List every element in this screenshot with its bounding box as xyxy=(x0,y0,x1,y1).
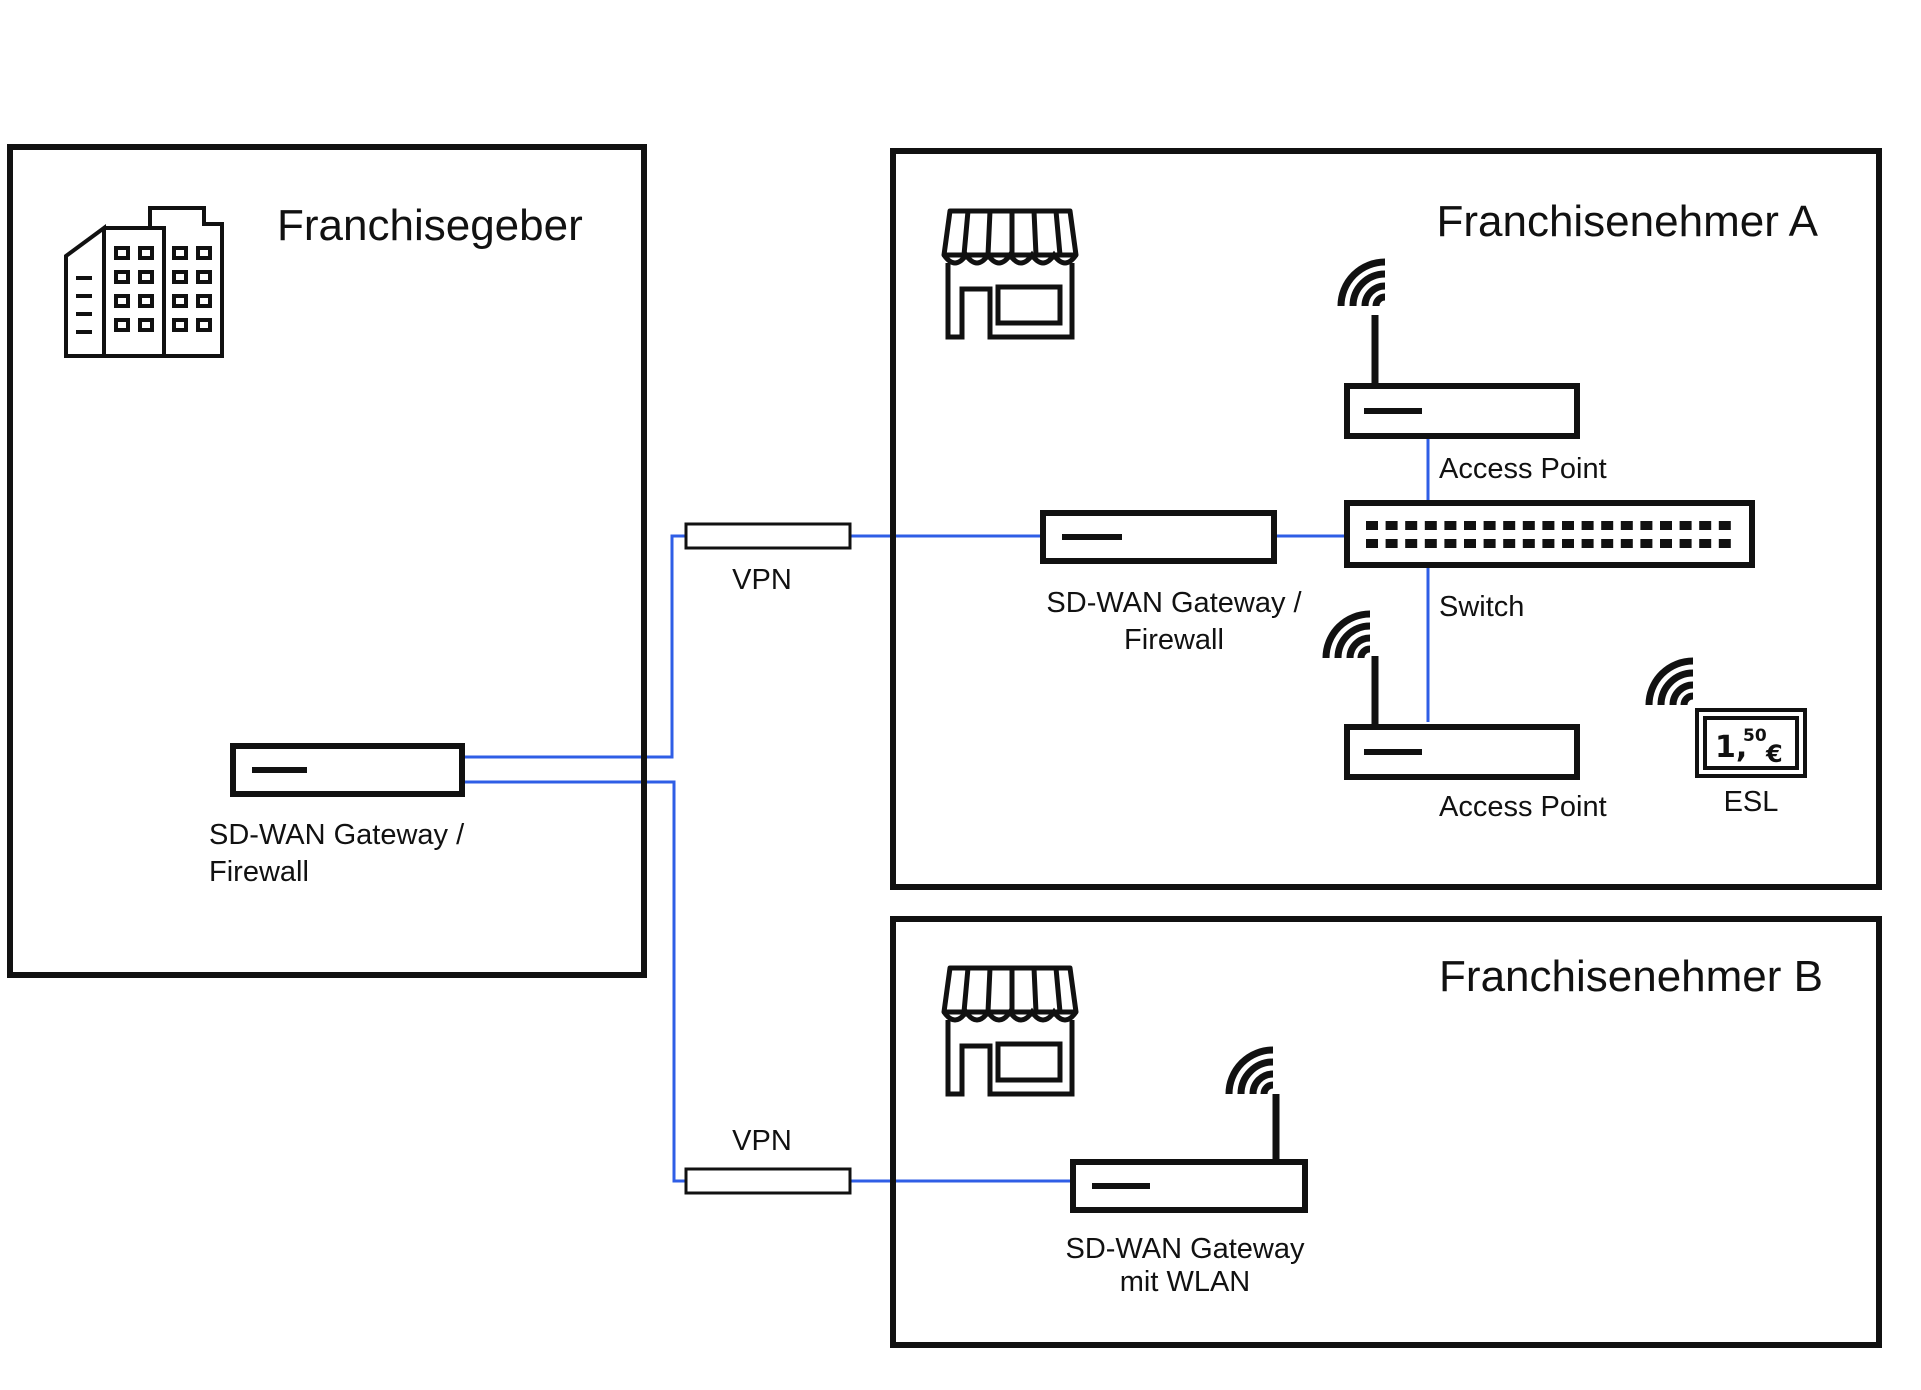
franchisee-b-site: Franchisenehmer B SD-WAN Gateway mit WLA… xyxy=(890,916,1882,1348)
switch-port xyxy=(1366,539,1378,548)
switch-port xyxy=(1679,539,1692,548)
switch-port xyxy=(1562,539,1574,548)
switch-port xyxy=(1405,539,1418,548)
switch-port xyxy=(1679,521,1692,530)
line-franchisor-to-vpn-top xyxy=(460,534,686,759)
connection-lines xyxy=(460,436,1430,1183)
franchisee-a-gateway-label-1: SD-WAN Gateway / xyxy=(1046,587,1302,619)
franchisor-gateway-label-2: Firewall xyxy=(209,856,309,888)
esl-price-main: 1, xyxy=(1715,730,1747,765)
switch-port xyxy=(1718,539,1731,548)
switch-port xyxy=(1366,521,1378,530)
switch-port xyxy=(1601,539,1614,548)
franchisee-b-gateway-label-1: SD-WAN Gateway xyxy=(1065,1233,1305,1265)
switch-port xyxy=(1464,521,1476,530)
esl-label: ESL xyxy=(1724,786,1779,818)
franchisee-b-frame xyxy=(890,916,1882,1348)
switch-port xyxy=(1640,521,1653,530)
franchisee-a-frame xyxy=(890,148,1882,890)
storefront-icon xyxy=(944,968,1076,1094)
wifi-icon xyxy=(1341,262,1385,306)
switch-port xyxy=(1699,521,1712,530)
switch-port xyxy=(1660,521,1672,530)
franchisee-b-title: Franchisenehmer B xyxy=(1439,952,1823,1001)
access-point-bottom-device xyxy=(1326,614,1580,780)
switch-port xyxy=(1620,539,1633,548)
franchisee-b-gateway-label-2: mit WLAN xyxy=(1120,1266,1251,1298)
switch-port xyxy=(1718,521,1731,530)
switch-port xyxy=(1424,539,1437,548)
franchisee-a-gateway-device xyxy=(1040,510,1277,564)
switch-port xyxy=(1522,521,1535,530)
franchisee-b-gateway-device xyxy=(1070,1050,1308,1213)
storefront-icon xyxy=(944,211,1076,337)
switch-port xyxy=(1522,539,1535,548)
switch-port xyxy=(1464,539,1476,548)
esl-price-cents: 50 xyxy=(1743,726,1767,746)
switch-port xyxy=(1483,521,1496,530)
switch-port xyxy=(1385,539,1398,548)
switch-port xyxy=(1483,539,1496,548)
switch-label: Switch xyxy=(1439,591,1524,623)
esl-device: 1, 50 € xyxy=(1649,661,1807,778)
wifi-icon xyxy=(1649,661,1693,705)
vpn-bottom-label: VPN xyxy=(732,1125,792,1157)
franchisor-gateway-device xyxy=(230,743,465,797)
switch-port xyxy=(1444,539,1457,548)
wifi-icon xyxy=(1229,1050,1273,1094)
switch-ports xyxy=(1366,521,1731,548)
switch-port xyxy=(1444,521,1457,530)
franchisor-title: Franchisegeber xyxy=(277,201,583,250)
switch-port xyxy=(1542,521,1555,530)
vpn-tunnel-bottom: VPN xyxy=(684,1125,852,1195)
vpn-top-label: VPN xyxy=(732,564,792,596)
franchisee-a-title: Franchisenehmer A xyxy=(1436,197,1818,246)
switch-port xyxy=(1424,521,1437,530)
switch-port xyxy=(1405,521,1418,530)
switch-port xyxy=(1601,521,1614,530)
franchisor-site: Franchisegeber SD-WAN Gateway / Firewall xyxy=(7,144,647,978)
franchisor-gateway-label-1: SD-WAN Gateway / xyxy=(209,819,465,851)
switch-port xyxy=(1699,539,1712,548)
vpn-tunnel-top: VPN xyxy=(684,522,852,596)
access-point-top-label: Access Point xyxy=(1439,453,1607,485)
office-building-icon xyxy=(64,206,224,358)
esl-currency: € xyxy=(1765,740,1783,768)
switch-port xyxy=(1660,539,1672,548)
wifi-icon xyxy=(1326,614,1370,658)
switch-port xyxy=(1620,521,1633,530)
switch-port xyxy=(1542,539,1555,548)
switch-port xyxy=(1640,539,1653,548)
switch-port xyxy=(1385,521,1398,530)
access-point-top-device xyxy=(1341,262,1580,439)
switch-device xyxy=(1344,500,1755,568)
line-franchisor-to-vpn-bottom xyxy=(460,780,686,1183)
franchisor-frame xyxy=(7,144,647,978)
switch-port xyxy=(1503,539,1516,548)
switch-port xyxy=(1562,521,1574,530)
switch-port xyxy=(1581,521,1594,530)
access-point-bottom-label: Access Point xyxy=(1439,791,1607,823)
franchisee-a-site: Franchisenehmer A SD-WAN Gateway / Firew… xyxy=(890,148,1882,890)
switch-port xyxy=(1581,539,1594,548)
franchisee-a-gateway-label-2: Firewall xyxy=(1124,624,1224,656)
switch-port xyxy=(1503,521,1516,530)
